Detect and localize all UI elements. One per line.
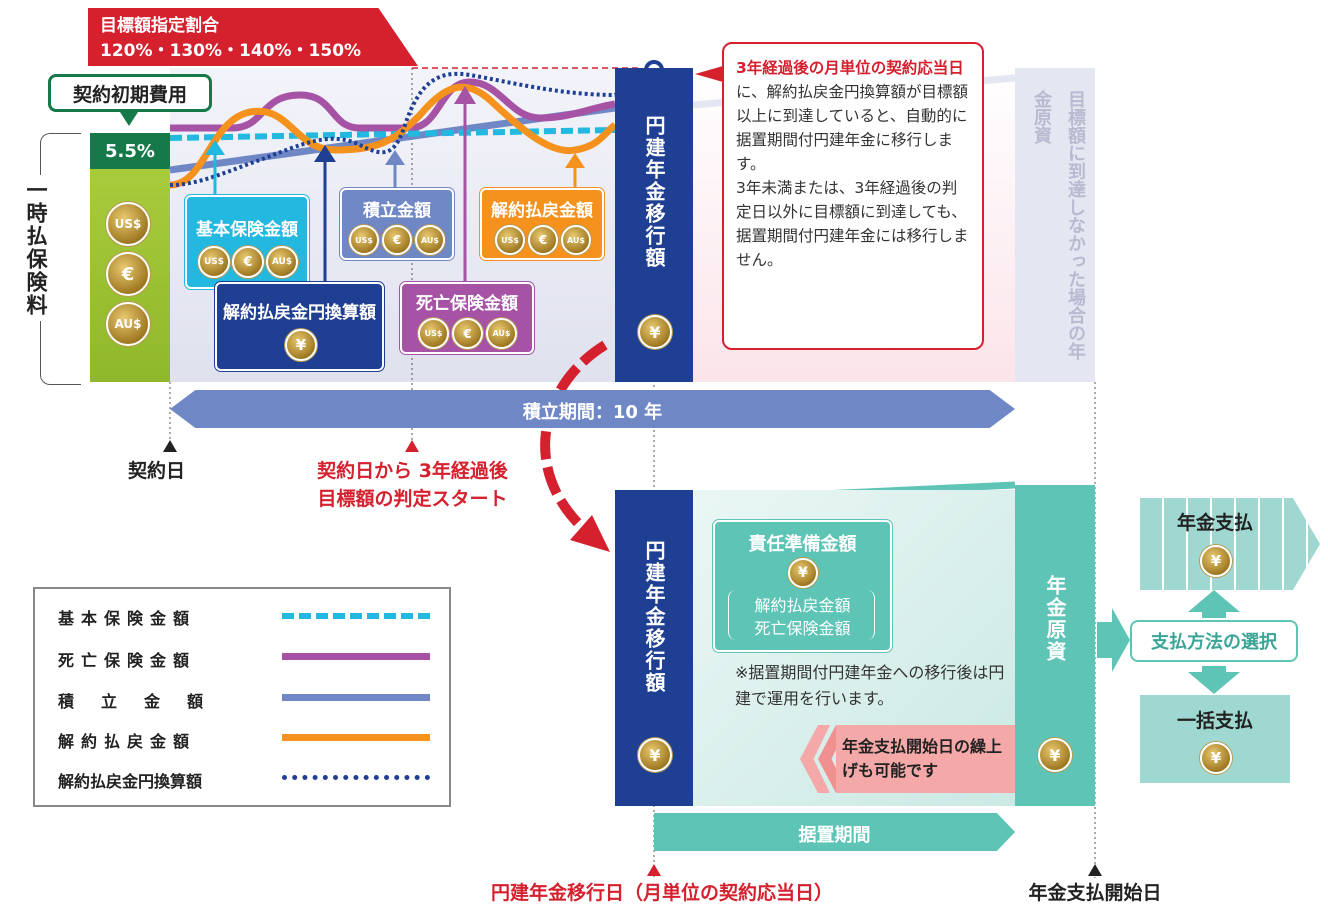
payment-start-label: 年金支払開始日 — [1028, 882, 1162, 904]
annuity-payment-label: 年金支払 — [1176, 512, 1253, 534]
reserve-yen-coin-icon: ¥ — [788, 558, 818, 588]
payment-start-marker — [1088, 864, 1102, 876]
legend-label-death: 死亡保険金額 — [58, 651, 197, 670]
surrender-line — [169, 83, 618, 189]
advance-note: 年金支払開始日の繰上げも可能です — [842, 737, 1003, 780]
legend-label-basic: 基本保険金額 — [58, 609, 197, 628]
legend-line-basic — [282, 613, 430, 619]
transfer-curve-arrow-head — [570, 515, 610, 552]
three-year-label-1: 契約日から 3年経過後 — [317, 460, 508, 482]
accum-euro-coin-icon: € — [382, 225, 412, 255]
accumulation-period-arrow — [170, 390, 1015, 428]
legend-label-accumulated-text: 積立金額 — [58, 692, 231, 711]
death-arrow-head — [454, 86, 476, 104]
contract-date-marker — [163, 440, 177, 452]
not-reached-label: 目標額に到達しなかった場合の年金原資 — [1031, 90, 1086, 360]
accumulated-arrow-head — [385, 150, 405, 165]
legend-label-surrender-yen: 解約払戻金円換算額 — [58, 772, 203, 791]
deferral-period-arrow — [654, 813, 1015, 851]
legend-line-accumulated — [282, 694, 430, 701]
annuity-payment-yen-coin-icon: ¥ — [1200, 545, 1232, 577]
not-reached-column — [1015, 68, 1095, 382]
target-ratio-banner — [88, 8, 418, 66]
callout-box: 3年経過後の月単位の契約応当日に、解約払戻金円換算額が目標額以上に到達していると… — [722, 42, 984, 350]
death-euro-coin-icon: € — [452, 318, 483, 349]
reserve-sub-2: 死亡保険金額 — [754, 619, 851, 638]
transfer-date-label: 円建年金移行日（月単位の契約応当日） — [490, 882, 833, 904]
euro-coin-icon: € — [106, 252, 150, 296]
surrender-arrow-head — [565, 153, 585, 168]
basic-arrow-head — [205, 140, 225, 155]
surrender-yen-label: 解約払戻金円換算額 — [223, 303, 376, 323]
initial-cost-rate: 5.5% — [90, 133, 170, 169]
advance-note-box — [836, 725, 1015, 793]
transfer-column-top-label: 円建年金移行額 — [642, 115, 666, 269]
surrender-yen-line — [169, 68, 656, 187]
initial-cost-arrow — [120, 112, 138, 126]
to-payment-arrow-icon — [1097, 608, 1130, 672]
surr-aud-coin-icon: AU$ — [561, 225, 591, 255]
legend-line-surrender — [282, 734, 430, 741]
annuity-fund-label: 年金原資 — [1043, 575, 1067, 663]
callout-highlight: 3年経過後の月単位の契約応当日 — [736, 59, 964, 77]
lump-sum-label: 一括支払 — [1176, 710, 1253, 732]
callout-text-2: 3年未満または、3年経過後の判定日以外に目標額に到達しても、据置期間付円建年金に… — [736, 179, 969, 269]
legend-label-surrender: 解約払戻金額 — [58, 732, 197, 751]
payment-method-choice: 支払方法の選択 — [1130, 620, 1298, 662]
accum-aud-coin-icon: AU$ — [415, 225, 445, 255]
basic-benefit-label: 基本保険金額 — [196, 220, 298, 240]
initial-cost-label: 契約初期費用 — [48, 74, 212, 112]
legend-line-surrender-yen — [282, 775, 430, 780]
accumulation-period-label: 積立期間：10 年 — [522, 402, 663, 423]
annuity-fund-yen-coin-icon: ¥ — [1038, 738, 1072, 772]
target-ratio-title: 目標額指定割合 — [100, 16, 219, 36]
death-aud-coin-icon: AU$ — [486, 318, 517, 349]
yen-operation-note: ※据置期間付円建年金への移行後は円建で運用を行います。 — [735, 663, 1005, 708]
down-arrow-icon — [1188, 666, 1240, 694]
contract-date-label: 契約日 — [128, 460, 186, 482]
reserve-sub-1: 解約払戻金額 — [754, 596, 851, 615]
surr-usd-coin-icon: US$ — [495, 225, 525, 255]
death-benefit-line — [170, 78, 616, 132]
three-year-marker — [405, 440, 419, 452]
reserve-sub-bracket — [728, 590, 875, 640]
callout-pointer — [695, 66, 723, 82]
aud-coin-icon: AU$ — [106, 302, 150, 346]
up-arrow-icon — [1188, 590, 1240, 618]
transfer-column-bottom-label: 円建年金移行額 — [642, 540, 666, 694]
premium-label: 一時払保険料 — [16, 175, 56, 321]
reserve-label: 責任準備金額 — [748, 534, 857, 555]
death-benefit-label: 死亡保険金額 — [416, 294, 518, 314]
lump-sum-yen-coin-icon: ¥ — [1200, 742, 1232, 774]
accum-usd-coin-icon: US$ — [349, 225, 379, 255]
surrender-yen-coin-icon: ¥ — [285, 329, 317, 361]
transfer-curve-arrow — [540, 340, 608, 534]
usd-coin-icon: US$ — [106, 202, 150, 246]
surrender-yen-arrow-head — [314, 145, 336, 162]
legend-line-death — [282, 653, 430, 660]
callout-text-1: に、解約払戻金円換算額が目標額以上に到達していると、自動的に据置期間付円建年金に… — [736, 83, 969, 173]
transfer-date-marker — [647, 864, 661, 876]
death-usd-coin-icon: US$ — [418, 318, 449, 349]
basic-aud-coin-icon: AU$ — [266, 246, 298, 278]
surrender-label: 解約払戻金額 — [491, 201, 593, 221]
legend-label-accumulated: 積立金額 — [58, 688, 230, 712]
target-ratio-values: 120%・130%・140%・150% — [100, 41, 362, 61]
surr-euro-coin-icon: € — [528, 225, 558, 255]
basic-euro-coin-icon: € — [232, 246, 264, 278]
three-year-label-2: 目標額の判定スタート — [317, 488, 508, 510]
annuity-payment-box — [1140, 498, 1320, 590]
basic-usd-coin-icon: US$ — [198, 246, 230, 278]
accumulated-label: 積立金額 — [363, 201, 431, 221]
transfer-top-yen-coin-icon: ¥ — [638, 315, 672, 349]
deferral-period-label: 据置期間 — [798, 825, 871, 846]
transfer-bottom-yen-coin-icon: ¥ — [638, 738, 672, 772]
